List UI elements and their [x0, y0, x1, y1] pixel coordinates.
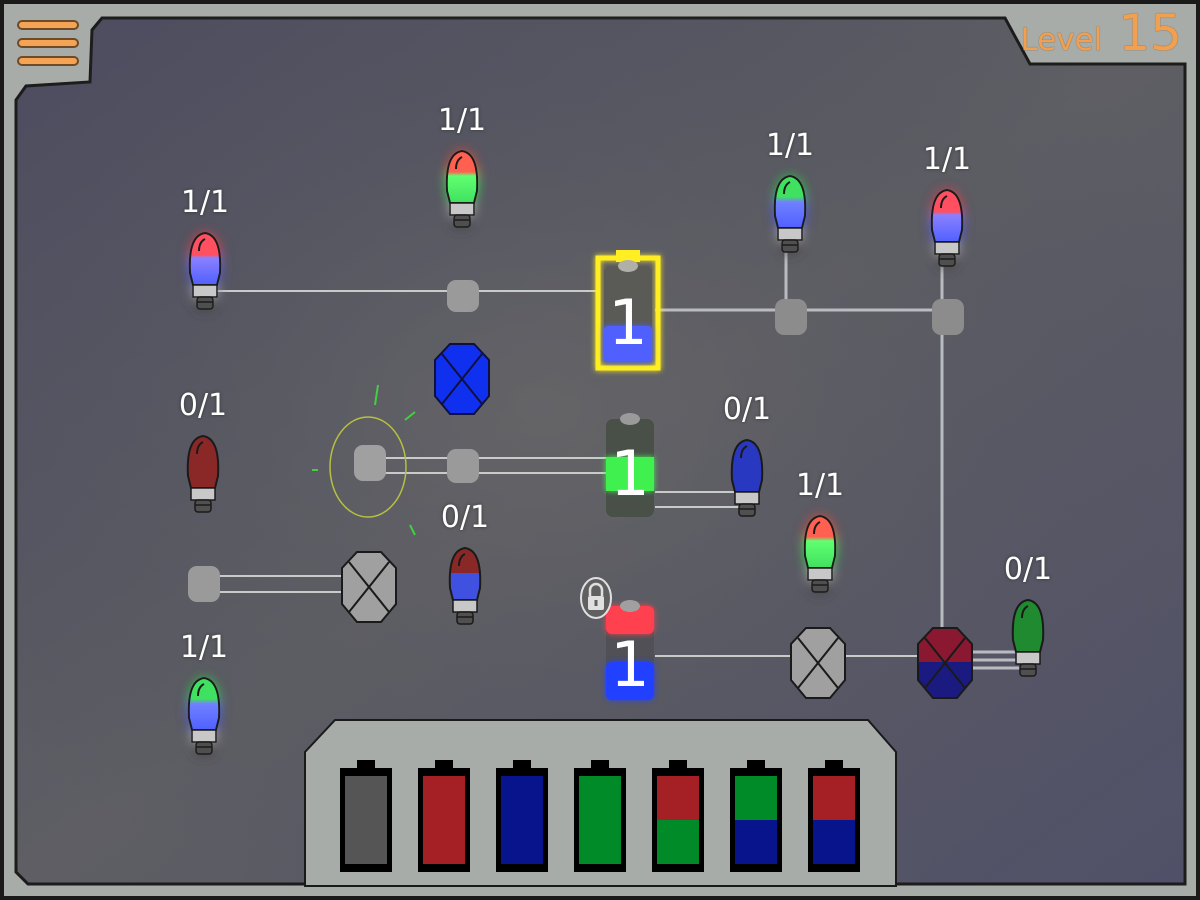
bulb-count-label: 0/1: [722, 392, 772, 427]
tray-battery-red[interactable]: [418, 760, 470, 872]
battery-tray: [304, 719, 897, 887]
bulb-count-label: 0/1: [1003, 552, 1053, 587]
board-light: [16, 18, 1185, 884]
battery-green[interactable]: 1: [606, 413, 654, 517]
filter-gate-empty[interactable]: [790, 627, 846, 699]
hamburger-menu-icon: [17, 38, 79, 48]
filter-gate-blue[interactable]: [434, 343, 490, 415]
filter-gate-empty[interactable]: [341, 551, 397, 623]
tray-battery-empty[interactable]: [340, 760, 392, 872]
bulb-unlit: [1011, 598, 1045, 677]
hamburger-menu-icon: [17, 20, 79, 30]
tray-battery-green-blue[interactable]: [730, 760, 782, 872]
junction-node[interactable]: [775, 299, 807, 335]
menu-button[interactable]: [14, 18, 84, 70]
bulb-count-label: 0/1: [440, 500, 490, 535]
bulb-count-label: 1/1: [180, 185, 230, 220]
tray-battery-red-green[interactable]: [652, 760, 704, 872]
junctions: [188, 280, 964, 602]
junction-node-selected[interactable]: [312, 384, 416, 536]
junction-node[interactable]: [447, 280, 479, 312]
tray-battery-blue[interactable]: [496, 760, 548, 872]
battery-charge: 1: [610, 437, 649, 510]
bulb-lit: [187, 676, 221, 755]
bulb-count-label: 1/1: [437, 103, 487, 138]
lock-icon: [580, 577, 612, 619]
bulb-count-label: 0/1: [178, 388, 228, 423]
bulb-lit: [803, 514, 837, 593]
junction-node[interactable]: [932, 299, 964, 335]
bulb-count-label: 1/1: [179, 630, 229, 665]
level-label: Level: [1020, 22, 1103, 58]
battery-charge: 1: [608, 286, 647, 359]
tray-battery-red-blue[interactable]: [808, 760, 860, 872]
battery-charge: 1: [610, 628, 649, 701]
wire-bottom: [655, 590, 1020, 670]
battery-selected[interactable]: 1: [595, 250, 661, 371]
level-number: 15: [1118, 4, 1182, 62]
junction-node[interactable]: [188, 566, 220, 602]
bulb-count-label: 1/1: [922, 142, 972, 177]
hamburger-menu-icon: [17, 56, 79, 66]
bulb-count-label: 1/1: [765, 128, 815, 163]
bulb-count-label: 1/1: [795, 468, 845, 503]
junction-node[interactable]: [447, 449, 479, 483]
battery-red-blue-locked[interactable]: 1: [580, 577, 654, 701]
tray-battery-green[interactable]: [574, 760, 626, 872]
bulb-lit: [773, 174, 807, 253]
bulb-unlit: [186, 434, 220, 513]
wire-top-left: [210, 290, 600, 306]
bulb-lit: [930, 188, 964, 267]
bulb-unlit: [730, 438, 764, 517]
bulb-lit: [188, 231, 222, 310]
bulb-lit: [445, 149, 479, 228]
level-indicator: Level 15: [1021, 4, 1182, 68]
filter-gate-red-blue[interactable]: [917, 627, 973, 699]
